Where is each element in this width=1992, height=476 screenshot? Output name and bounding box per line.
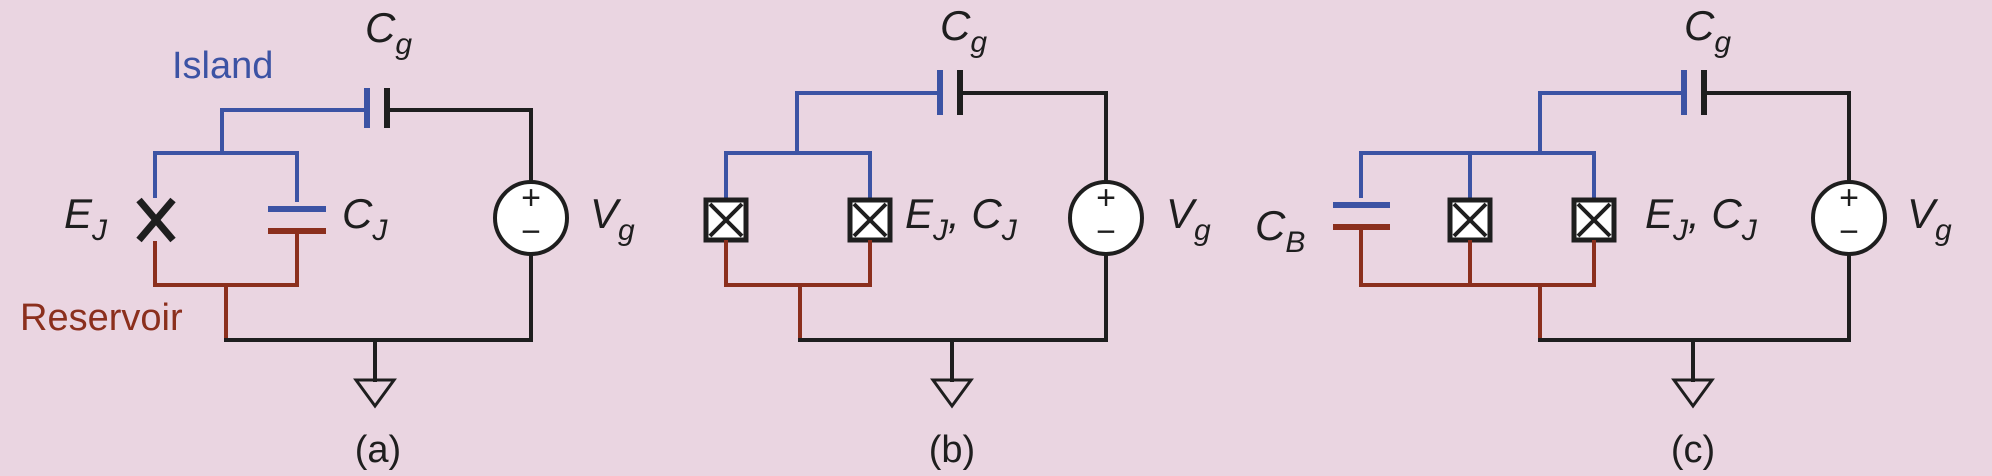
reservoir-wire-a <box>153 231 299 287</box>
gate-wire-b <box>958 91 1108 182</box>
ground-wire-c <box>1538 254 1851 342</box>
ground-wire-a <box>224 254 533 342</box>
ground-icon-c <box>1671 378 1715 409</box>
source-minus-c: − <box>1839 213 1859 251</box>
island-wire-a-branch <box>153 151 299 202</box>
gate-voltage-label-b: Vg <box>1166 190 1211 247</box>
source-plus-b: + <box>1096 179 1116 217</box>
panel-b: + − Cg EJ, CJ Vg (b) <box>703 2 1211 471</box>
josephson-junction-left-b <box>703 197 749 243</box>
source-plus-a: + <box>521 179 541 217</box>
shunt-capacitance-label-c: CB <box>1255 202 1305 259</box>
ground-wire-b <box>798 254 1108 342</box>
panel-caption-a: (a) <box>355 429 401 471</box>
voltage-source-icon-b <box>1068 180 1144 256</box>
junction-label-b: EJ, CJ <box>905 190 1018 247</box>
island-wire-c-top <box>1538 91 1684 155</box>
panel-a: + − Island Reservoir Cg EJ CJ Vg (a) <box>20 4 635 471</box>
josephson-junction-right-b <box>847 197 893 243</box>
gate-capacitance-label-c: Cg <box>1684 2 1731 59</box>
gate-wire-a <box>385 108 533 182</box>
island-wire-b-branch <box>724 151 872 202</box>
voltage-source-icon-c <box>1811 180 1887 256</box>
josephson-junction-cross-a <box>136 197 176 243</box>
gate-capacitance-label-a: Cg <box>365 4 412 61</box>
panel-caption-c: (c) <box>1671 429 1715 471</box>
ground-icon-a <box>353 378 397 409</box>
source-plus-c: + <box>1839 179 1859 217</box>
gate-voltage-label-a: Vg <box>590 190 635 247</box>
voltage-source-icon-a <box>493 180 569 256</box>
island-wire-c-branch <box>1359 151 1596 202</box>
gate-voltage-label-c: Vg <box>1907 190 1952 247</box>
reservoir-wire-b <box>724 240 872 287</box>
panel-c: + − Cg CB EJ, CJ Vg (c) <box>1255 2 1952 471</box>
ground-icon-b <box>930 378 974 409</box>
gate-capacitance-label-b: Cg <box>940 2 987 59</box>
reservoir-wire-c <box>1359 227 1596 287</box>
source-minus-a: − <box>521 213 541 251</box>
josephson-junction-left-c <box>1447 197 1493 243</box>
island-label: Island <box>172 45 273 87</box>
island-wire-a-top <box>220 108 366 155</box>
junction-label-c: EJ, CJ <box>1645 190 1758 247</box>
josephson-energy-label-a: EJ <box>64 190 108 247</box>
junction-capacitance-label-a: CJ <box>342 190 388 247</box>
reservoir-label: Reservoir <box>20 297 183 339</box>
panel-caption-b: (b) <box>929 429 975 471</box>
josephson-junction-right-c <box>1571 197 1617 243</box>
gate-wire-c <box>1702 91 1851 182</box>
island-wire-b-top <box>795 91 940 155</box>
source-minus-b: − <box>1096 213 1116 251</box>
